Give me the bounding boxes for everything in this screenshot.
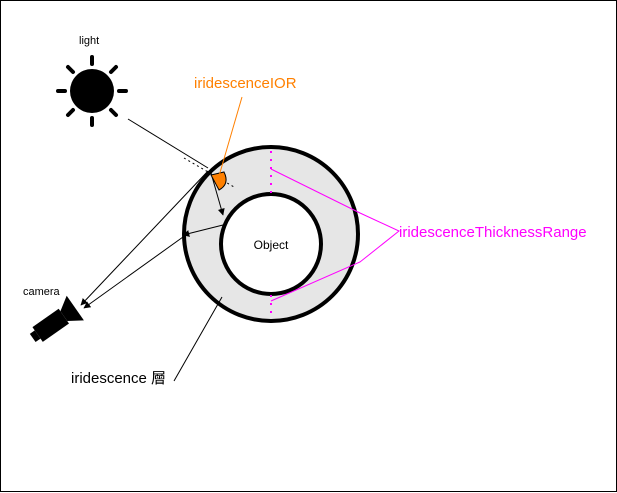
- layer-leader-line: [173, 296, 223, 382]
- thickness-leader-lines: [270, 168, 400, 302]
- camera-icon: [29, 295, 84, 343]
- sun-icon: [56, 55, 128, 127]
- camera-label: camera: [23, 286, 61, 298]
- exit-ray: [83, 236, 184, 309]
- refracted-ray: [210, 172, 225, 216]
- layer-label: iridescence 層: [71, 370, 166, 387]
- outer-reflected-ray: [80, 170, 209, 306]
- inner-reflected-ray: [182, 224, 224, 237]
- object-core: [219, 192, 323, 296]
- object-label: Object: [254, 238, 289, 252]
- ior-angle-marker: [210, 171, 227, 191]
- ior-label: iridescenceIOR: [194, 75, 297, 92]
- thickness-label: iridescenceThicknessRange: [399, 224, 587, 241]
- ior-leader-line: [218, 96, 243, 177]
- light-label: light: [79, 35, 99, 47]
- incident-ray: [127, 118, 209, 169]
